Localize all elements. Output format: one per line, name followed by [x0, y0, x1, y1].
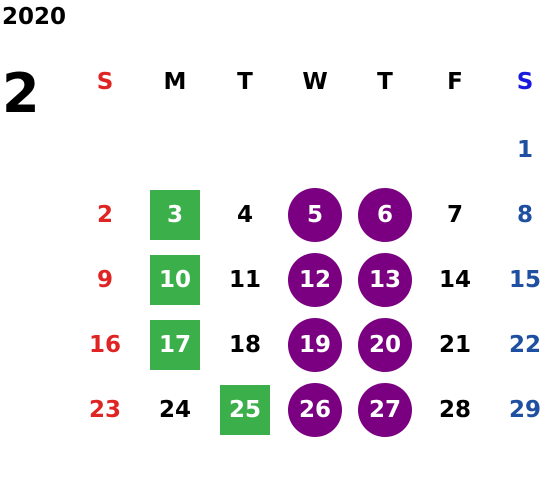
day-number: 15 — [508, 266, 541, 293]
day-cell[interactable]: 4 — [210, 187, 280, 243]
day-cell[interactable]: 1 — [490, 122, 548, 178]
day-number: 21 — [438, 331, 471, 358]
week-row-5: 23 24 25 26 27 28 29 — [70, 382, 548, 438]
day-number-green-highlight: 3 — [150, 190, 200, 240]
month-number: 2 — [2, 62, 40, 125]
weekday-monday: M — [163, 69, 187, 95]
day-number-purple-highlight: 26 — [288, 383, 342, 437]
day-cell[interactable]: 10 — [140, 252, 210, 308]
weekday-tuesday: T — [237, 69, 253, 95]
day-cell[interactable]: 8 — [490, 187, 548, 243]
day-cell[interactable]: 5 — [280, 187, 350, 243]
day-cell[interactable]: 14 — [420, 252, 490, 308]
day-cell[interactable]: 15 — [490, 252, 548, 308]
weekday-thursday: T — [377, 69, 393, 95]
day-cell[interactable]: 16 — [70, 317, 140, 373]
week-row-4: 16 17 18 19 20 21 22 — [70, 317, 548, 373]
day-number-purple-highlight: 27 — [358, 383, 412, 437]
day-number-purple-highlight: 5 — [288, 188, 342, 242]
day-number: 9 — [96, 266, 113, 293]
day-cell[interactable]: 11 — [210, 252, 280, 308]
day-cell[interactable]: 6 — [350, 187, 420, 243]
week-row-3: 9 10 11 12 13 14 15 — [70, 252, 548, 308]
day-cell[interactable]: 12 — [280, 252, 350, 308]
day-number: 4 — [236, 201, 253, 228]
week-row-2: 2 3 4 5 6 7 8 — [70, 187, 548, 243]
weekday-friday: F — [447, 69, 463, 95]
year-label: 2020 — [2, 4, 67, 30]
day-cell[interactable]: 19 — [280, 317, 350, 373]
day-number: 23 — [88, 396, 121, 423]
day-number: 16 — [88, 331, 121, 358]
day-number: 24 — [158, 396, 191, 423]
day-number-purple-highlight: 13 — [358, 253, 412, 307]
day-cell[interactable]: 21 — [420, 317, 490, 373]
day-cell[interactable]: 29 — [490, 382, 548, 438]
day-number-purple-highlight: 19 — [288, 318, 342, 372]
day-cell[interactable]: 18 — [210, 317, 280, 373]
day-cell[interactable]: 24 — [140, 382, 210, 438]
day-cell[interactable]: 2 — [70, 187, 140, 243]
weekday-saturday: S — [516, 69, 534, 95]
day-number: 8 — [516, 201, 533, 228]
day-cell[interactable]: 27 — [350, 382, 420, 438]
day-cell[interactable]: 25 — [210, 382, 280, 438]
day-number: 29 — [508, 396, 541, 423]
day-number-purple-highlight: 20 — [358, 318, 412, 372]
day-cell[interactable]: 20 — [350, 317, 420, 373]
day-cell[interactable]: 9 — [70, 252, 140, 308]
day-cell[interactable]: 22 — [490, 317, 548, 373]
weekday-sunday: S — [96, 69, 114, 95]
day-cell[interactable]: 17 — [140, 317, 210, 373]
day-cell[interactable]: 26 — [280, 382, 350, 438]
day-number: 18 — [228, 331, 261, 358]
weekday-wednesday: W — [302, 69, 328, 95]
weekday-header-row: S M T W T F S — [70, 54, 548, 110]
day-number: 7 — [446, 201, 463, 228]
day-number: 28 — [438, 396, 471, 423]
day-cell[interactable]: 7 — [420, 187, 490, 243]
day-cell[interactable]: 3 — [140, 187, 210, 243]
week-row-1: 1 — [70, 122, 548, 178]
day-cell[interactable]: 23 — [70, 382, 140, 438]
day-number: 14 — [438, 266, 471, 293]
day-number-green-highlight: 17 — [150, 320, 200, 370]
day-number-green-highlight: 25 — [220, 385, 270, 435]
day-number-green-highlight: 10 — [150, 255, 200, 305]
day-cell[interactable]: 28 — [420, 382, 490, 438]
day-number: 11 — [228, 266, 261, 293]
day-number: 2 — [96, 201, 113, 228]
day-number-purple-highlight: 6 — [358, 188, 412, 242]
day-cell[interactable]: 13 — [350, 252, 420, 308]
day-number: 22 — [508, 331, 541, 358]
day-number: 1 — [516, 136, 533, 163]
day-number-purple-highlight: 12 — [288, 253, 342, 307]
